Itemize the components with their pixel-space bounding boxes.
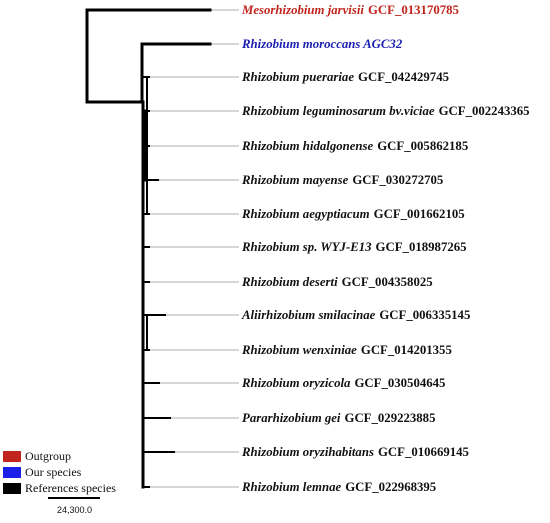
legend-item-our-species: Our species bbox=[3, 464, 116, 480]
species-name: Rhizobium aegyptiacum bbox=[242, 207, 370, 221]
legend-label-our-species: Our species bbox=[25, 464, 82, 479]
accession-id: GCF_001662105 bbox=[373, 207, 465, 221]
legend-item-references: References species bbox=[3, 480, 116, 496]
accession-id: GCF_004358025 bbox=[341, 275, 433, 289]
accession-id: GCF_014201355 bbox=[360, 343, 452, 357]
accession-id: GCF_018987265 bbox=[375, 240, 467, 254]
taxon-label: Rhizobium moroccans AGC32 bbox=[242, 36, 402, 52]
taxon-label: Rhizobium puerariae GCF_042429745 bbox=[242, 69, 449, 85]
species-name: Rhizobium lemnae bbox=[242, 480, 342, 494]
species-name: Rhizobium mayense bbox=[242, 173, 349, 187]
legend-swatch-our-species bbox=[3, 466, 21, 478]
legend-item-outgroup: Outgroup bbox=[3, 448, 116, 464]
accession-id: GCF_005862185 bbox=[377, 139, 469, 153]
legend: Outgroup Our species References species bbox=[3, 448, 116, 496]
accession-id: GCF_022968395 bbox=[345, 480, 437, 494]
species-name: Rhizobium puerariae bbox=[242, 70, 354, 84]
accession-id: GCF_010669145 bbox=[377, 445, 469, 459]
species-name: Rhizobium leguminosarum bv.viciae bbox=[242, 104, 435, 118]
accession-id: GCF_006335145 bbox=[379, 308, 471, 322]
accession-id: GCF_029223885 bbox=[344, 411, 436, 425]
legend-label-references: References species bbox=[25, 480, 116, 495]
scale-bar-label: 24,300.0 bbox=[57, 505, 93, 515]
accession-id: GCF_013170785 bbox=[367, 3, 459, 17]
tree-branches bbox=[85, 8, 212, 489]
accession-id: GCF_002243365 bbox=[438, 104, 530, 118]
scale-bar bbox=[48, 497, 100, 499]
accession-id: GCF_042429745 bbox=[358, 70, 449, 84]
species-name: Rhizobium oryzicola bbox=[242, 376, 351, 390]
legend-swatch-references bbox=[3, 482, 21, 494]
species-name: Mesorhizobium jarvisii bbox=[242, 3, 364, 17]
species-name: Rhizobium hidalgonense bbox=[242, 139, 374, 153]
species-name: Rhizobium deserti bbox=[242, 275, 338, 289]
legend-swatch-outgroup bbox=[3, 450, 21, 462]
species-name: Rhizobium wenxiniae bbox=[242, 343, 357, 357]
legend-label-outgroup: Outgroup bbox=[25, 448, 71, 463]
species-name: Rhizobium sp. WYJ-E13 bbox=[242, 240, 372, 254]
species-name: Rhizobium moroccans AGC32 bbox=[242, 37, 403, 51]
accession-id: GCF_030504645 bbox=[354, 376, 446, 390]
guide-lines bbox=[87, 9, 239, 488]
accession-id: GCF_030272705 bbox=[352, 173, 444, 187]
species-name: Pararhizobium gei bbox=[242, 411, 341, 425]
species-name: Aliirhizobium smilacinae bbox=[242, 308, 376, 322]
species-name: Rhizobium oryzihabitans bbox=[242, 445, 374, 459]
